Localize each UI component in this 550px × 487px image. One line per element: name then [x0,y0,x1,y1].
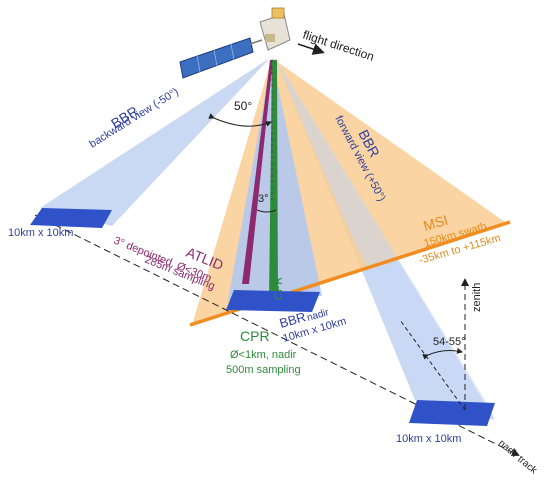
flight-direction-arrow [297,43,325,55]
footprint-nadir [226,290,320,312]
solar-panel [179,37,254,79]
angle-50-label: 50° [234,99,252,113]
satellite-body [259,13,291,51]
bbr-nadir-title: BBR [278,309,308,331]
footprint-left-label: 10km x 10km [8,227,73,239]
angle-50-arc [208,113,272,127]
footprint-left [30,208,112,228]
angle-54-label: 54-55° [433,336,466,348]
nadir-track-line [34,214,520,456]
msi-title: MSI [421,212,449,234]
zenith-label: zenith [471,283,483,312]
satellite [179,7,291,79]
footprint-right-label: 10km x 10km [396,433,461,445]
angle-3-label: 3° [258,193,269,205]
angle-3-arc [256,209,277,213]
cpr-line1: Ø<1km, nadir [230,349,297,361]
cpr-beam-label: CPR [273,277,285,300]
cpr-title: CPR [240,328,270,344]
bbr-forward-beam-overlay [274,56,495,420]
angle-54-arc [422,347,463,360]
bbr-backward-beam [40,58,270,226]
cpr-line2: 500m sampling [226,364,301,376]
view-ray [399,319,466,411]
footprint-right [409,400,495,426]
flight-direction-label: flight direction [301,28,376,64]
nadir-track-label: nadir track [496,438,540,477]
